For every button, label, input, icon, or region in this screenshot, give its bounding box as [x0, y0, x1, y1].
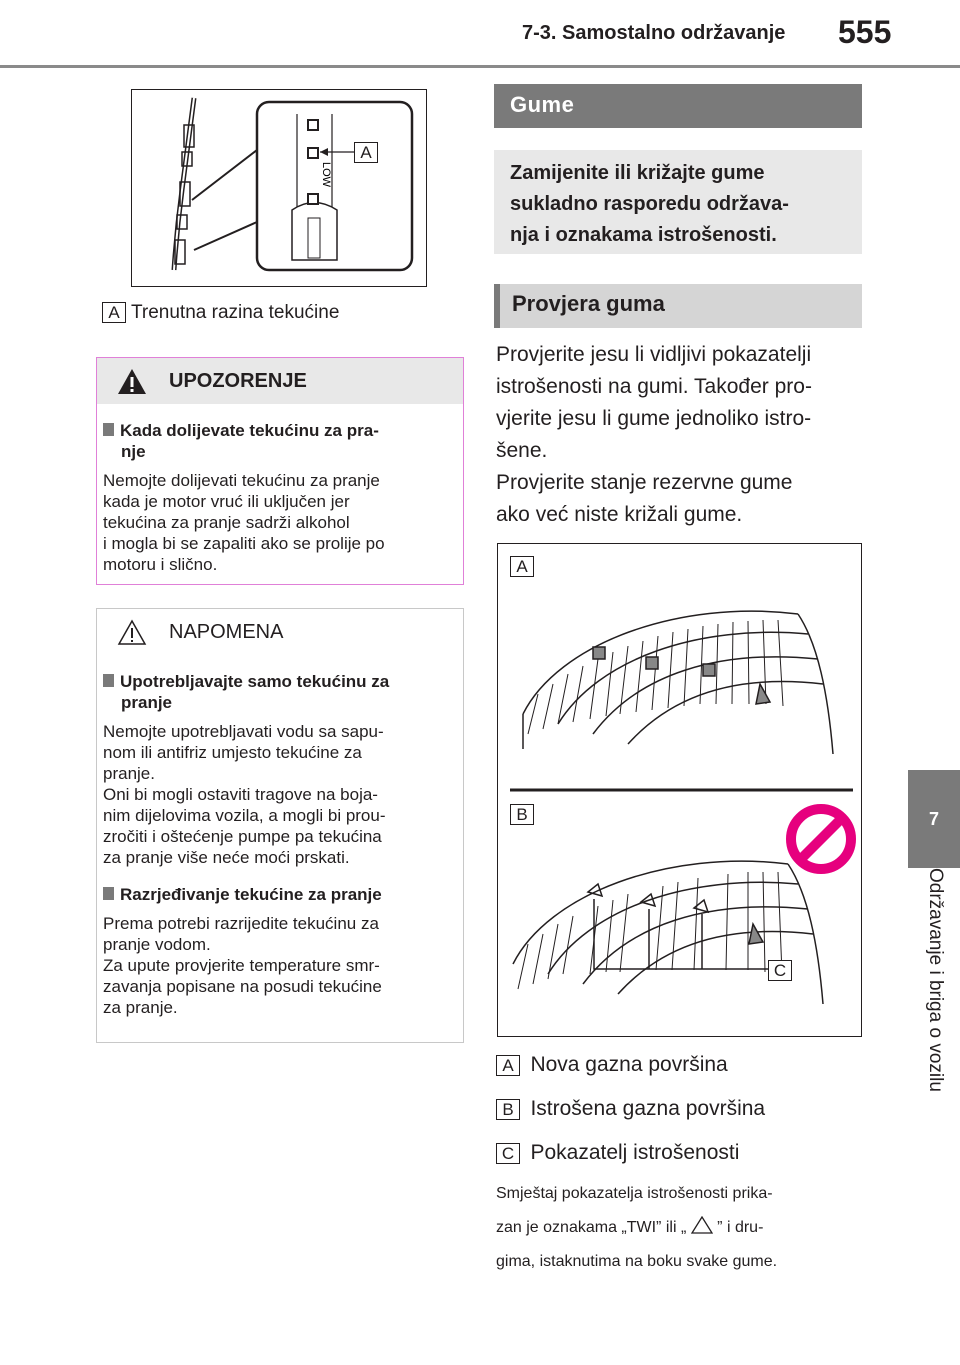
wear-indicator-footnote: Smještaj pokazatelja istrošenosti prika-…: [496, 1177, 866, 1279]
intro-box: Zamijenite ili križajte gume sukladno ra…: [494, 150, 862, 254]
chapter-number-tab: 7: [908, 770, 960, 868]
warning-box: UPOZORENJE Kada dolijevate tekućinu za p…: [96, 357, 464, 585]
footnote-line1: Smještaj pokazatelja istrošenosti prika-: [496, 1185, 773, 1202]
figure-tire-tread: A B C: [497, 543, 862, 1037]
warning-body: Nemojte dolijevati tekućinu za pranje ka…: [103, 471, 385, 574]
note-box: NAPOMENA Upotrebljavajte samo tekućinu z…: [96, 608, 464, 1043]
note-header: NAPOMENA: [97, 609, 463, 655]
legend-text-c: Pokazatelj istrošenosti: [530, 1141, 740, 1164]
warning-heading: Kada dolijevate tekućinu za pra- nje: [103, 420, 453, 462]
legend-text-b: Istrošena gazna površina: [530, 1097, 766, 1120]
note-body-1: Nemojte upotrebljavati vodu sa sapu- nom…: [103, 722, 386, 867]
section-header-provjera: Provjera guma: [494, 284, 862, 328]
legend-label-b: B: [496, 1099, 520, 1120]
note-heading2-text: Razrjeđivanje tekućine za pranje: [120, 885, 382, 904]
note-heading1-line1: Upotrebljavajte samo tekućinu za: [120, 672, 390, 691]
figure2-label-b: B: [510, 804, 534, 825]
note-heading1-line2: pranje: [121, 693, 173, 712]
legend-label-a: A: [496, 1055, 520, 1076]
triangle-mark-icon: [690, 1215, 713, 1234]
intro-text: Zamijenite ili križajte gume sukladno ra…: [510, 162, 789, 246]
caution-triangle-outline-icon: [117, 619, 147, 645]
section-header-gume: Gume: [494, 84, 862, 128]
note-title: NAPOMENA: [169, 621, 284, 643]
footnote-line2b: ” i dru-: [717, 1219, 764, 1236]
legend-item-a: A Nova gazna površina: [496, 1053, 728, 1077]
page-number: 555: [838, 14, 892, 50]
note-body-2: Prema potrebi razrijedite tekućinu za pr…: [103, 914, 382, 1017]
header-rule: [0, 65, 960, 68]
tire-check-paragraph: Provjerite jesu li vidljivi pokazatelji …: [496, 343, 812, 526]
legend-text-a: Nova gazna površina: [530, 1053, 728, 1076]
warning-heading-line2: nje: [121, 442, 146, 461]
note-heading-1: Upotrebljavajte samo tekućinu za pranje: [103, 671, 453, 713]
warning-header: UPOZORENJE: [97, 358, 463, 404]
caption-label-a: A: [102, 302, 126, 323]
figure2-label-a: A: [510, 556, 534, 577]
note-heading-2: Razrjeđivanje tekućine za pranje: [103, 884, 453, 905]
legend-item-b: B Istrošena gazna površina: [496, 1097, 765, 1121]
tire-tread-illustration: [510, 610, 856, 1005]
legend-label-c: C: [496, 1143, 520, 1164]
chapter-title-vertical: Održavanje i briga o vozilu: [906, 868, 960, 1168]
figure1-callout-a: A: [354, 142, 378, 163]
section-gume-title: Gume: [510, 92, 575, 117]
warning-triangle-icon: [118, 369, 146, 394]
figure-dipstick: LOW A: [131, 89, 427, 287]
bullet-square-icon: [103, 674, 114, 687]
caption-current-level: Trenutna razina tekućine: [131, 302, 340, 323]
warning-heading-line1: Kada dolijevate tekućinu za pra-: [120, 421, 379, 440]
footnote-line2a: zan je oznakama „TWI” ili „: [496, 1219, 687, 1236]
section-provjera-title: Provjera guma: [512, 291, 665, 316]
legend-item-c: C Pokazatelj istrošenosti: [496, 1141, 739, 1165]
header-section-title: 7-3. Samostalno održavanje: [522, 22, 786, 44]
gauge-low-text: LOW: [320, 162, 332, 188]
bullet-square-icon: [103, 423, 114, 436]
chapter-title-text: Održavanje i briga o vozilu: [925, 868, 946, 1092]
warning-title: UPOZORENJE: [169, 370, 307, 392]
figure2-label-c: C: [768, 960, 792, 981]
dipstick-illustration: LOW: [171, 97, 414, 272]
prohibited-icon: [786, 804, 856, 874]
footnote-line3: gima, istaknutima na boku svake gume.: [496, 1253, 778, 1270]
bullet-square-icon: [103, 887, 114, 900]
